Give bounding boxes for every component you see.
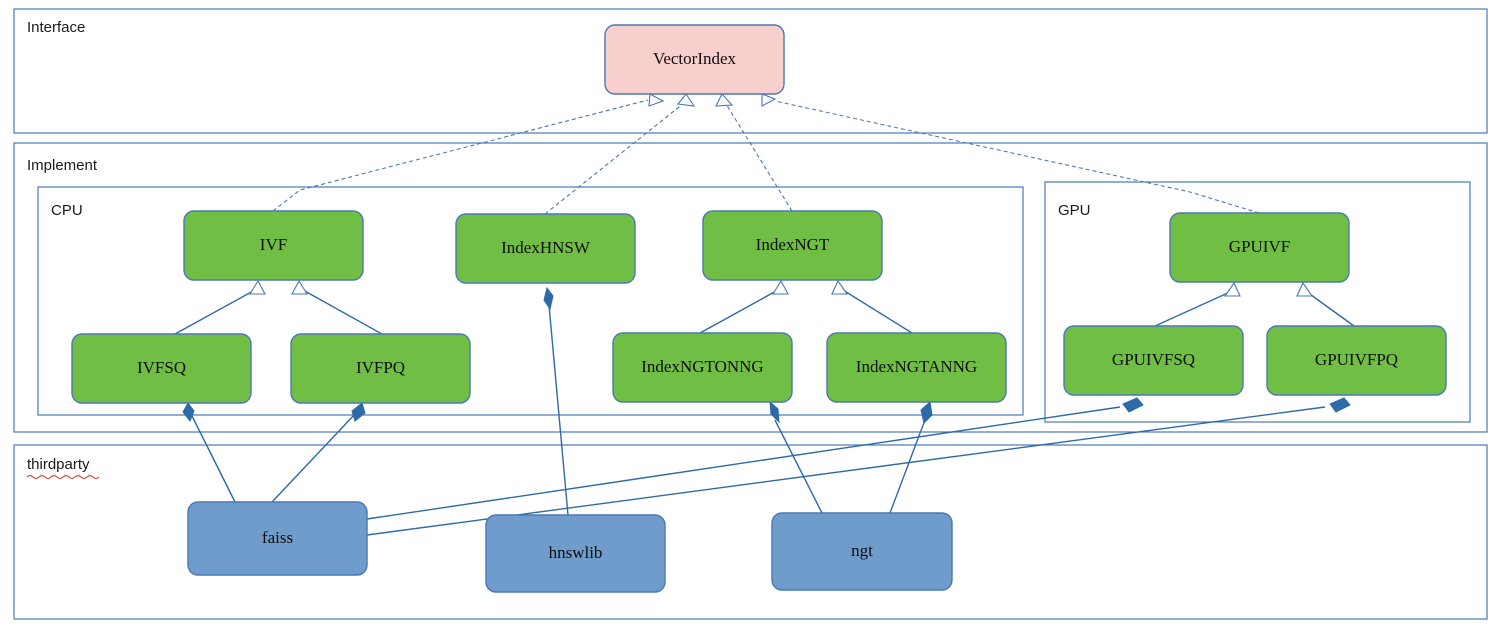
- node-ivfsq-rect: [71, 333, 252, 404]
- node-faiss-rect: [187, 501, 368, 576]
- node-ivf[interactable]: IVF: [183, 210, 364, 281]
- node-indexngt-label: IndexNGT: [756, 235, 830, 254]
- node-indexhnsw[interactable]: IndexHNSW: [455, 213, 636, 284]
- edge-indexngtonng-to-indexngt: [699, 289, 779, 334]
- node-gpuivfsq-rect: [1063, 325, 1244, 396]
- arrowhead-diamond-ngt-indexngtonng: [769, 400, 780, 424]
- node-gpuivfpq-rect: [1266, 325, 1447, 396]
- container-gpu-label: GPU: [1058, 202, 1091, 219]
- arrowhead-hollow-triangle-indexhnsw: [676, 93, 696, 107]
- node-indexhnsw-label: IndexHNSW: [501, 238, 591, 257]
- node-indexngt[interactable]: IndexNGT: [702, 210, 883, 281]
- arrowhead-hollow-triangle-gpuivf: [761, 93, 777, 107]
- arrowhead-diamond-ngt-indexngtanng: [920, 401, 933, 424]
- edge-faiss-to-ivfsq: [189, 411, 236, 503]
- node-ivf-label: IVF: [260, 235, 287, 254]
- arrowhead-diamond-faiss-gpuivfpq: [1329, 397, 1351, 413]
- edge-ngt-to-indexngtonng: [774, 419, 823, 514]
- edge-indexngtanng-to-indexngt: [842, 289, 913, 334]
- node-ivfpq-rect: [290, 333, 471, 404]
- edge-ivf-to-vectorindex: [272, 99, 649, 212]
- arrowhead-hollow-triangle-ivfpq: [291, 279, 308, 295]
- arrowhead-hollow-triangle-gpuivfsq: [1223, 281, 1241, 297]
- node-gpuivfpq-label: GPUIVFPQ: [1315, 350, 1398, 369]
- node-indexngtonng[interactable]: IndexNGTONNG: [612, 332, 793, 403]
- node-vectorindex-label: VectorIndex: [653, 49, 737, 68]
- node-indexngtanng[interactable]: IndexNGTANNG: [826, 332, 1007, 403]
- node-indexngt-rect: [702, 210, 883, 281]
- node-ivfpq-label: IVFPQ: [356, 358, 405, 377]
- node-indexngtonng-rect: [612, 332, 793, 403]
- edge-ivfsq-to-ivf: [174, 289, 256, 335]
- container-implement-label: Implement: [27, 157, 98, 174]
- node-gpuivf-label: GPUIVF: [1229, 237, 1290, 256]
- arrowhead-diamond-faiss-ivfsq: [182, 402, 195, 422]
- node-vectorindex[interactable]: VectorIndex: [604, 24, 785, 95]
- edge-group-realization: [272, 93, 1260, 215]
- node-hnswlib-rect: [485, 514, 666, 593]
- node-ngt[interactable]: ngt: [771, 512, 953, 591]
- node-ngt-rect: [771, 512, 953, 591]
- container-thirdparty-label: thirdparty: [27, 456, 90, 473]
- container-cpu-label: CPU: [51, 202, 83, 219]
- arrowhead-hollow-triangle-indexngtanng: [831, 279, 849, 295]
- node-gpuivf[interactable]: GPUIVF: [1169, 212, 1350, 283]
- node-indexngtanng-rect: [826, 332, 1007, 403]
- node-ivfsq-label: IVFSQ: [137, 358, 186, 377]
- arrowhead-hollow-triangle-indexngt: [715, 93, 734, 107]
- node-gpuivf-rect: [1169, 212, 1350, 283]
- edge-faiss-to-ivfpq: [271, 412, 357, 503]
- node-gpuivfsq-label: GPUIVFSQ: [1112, 350, 1195, 369]
- edge-indexhnsw-to-vectorindex: [544, 102, 685, 215]
- node-faiss-label: faiss: [262, 528, 293, 547]
- node-vectorindex-rect: [604, 24, 785, 95]
- spellcheck-squiggle-icon: [26, 474, 100, 480]
- node-indexngtanng-label: IndexNGTANNG: [856, 357, 977, 376]
- node-ngt-label: ngt: [851, 541, 873, 560]
- edge-group-generalization: [174, 279, 1355, 335]
- arrowhead-diamond-faiss-gpuivfsq: [1122, 397, 1144, 413]
- arrowhead-diamond-faiss-ivfpq: [351, 402, 366, 422]
- node-ivf-rect: [183, 210, 364, 281]
- edge-group-composition: [182, 286, 1351, 536]
- edge-ngt-to-indexngtanng: [889, 419, 926, 514]
- edge-faiss-to-gpuivfpq: [366, 406, 1326, 536]
- node-hnswlib-label: hnswlib: [549, 543, 603, 562]
- edge-gpuivfsq-to-gpuivf: [1154, 291, 1231, 327]
- edge-hnswlib-to-indexhnsw: [548, 304, 569, 516]
- edge-gpuivfpq-to-gpuivf: [1306, 291, 1355, 327]
- edge-gpuivf-to-vectorindex: [774, 100, 1260, 214]
- edge-ivfpq-to-ivf: [302, 289, 383, 335]
- arrowhead-hollow-triangle-ivf: [648, 93, 665, 107]
- node-indexngtonng-label: IndexNGTONNG: [641, 357, 763, 376]
- node-indexhnsw-rect: [455, 213, 636, 284]
- arrowhead-hollow-triangle-ivfsq: [249, 279, 266, 295]
- arrowhead-diamond-hnswlib-indexhnsw: [543, 286, 554, 311]
- arrowhead-hollow-triangle-gpuivfpq: [1296, 281, 1314, 297]
- arrowhead-hollow-triangle-indexngtonng: [772, 279, 789, 295]
- edge-faiss-to-gpuivfsq: [366, 406, 1121, 520]
- node-hnswlib[interactable]: hnswlib: [485, 514, 666, 593]
- node-gpuivfpq[interactable]: GPUIVFPQ: [1266, 325, 1447, 396]
- container-interface-label: Interface: [27, 19, 85, 36]
- node-faiss[interactable]: faiss: [187, 501, 368, 576]
- node-ivfpq[interactable]: IVFPQ: [290, 333, 471, 404]
- node-ivfsq[interactable]: IVFSQ: [71, 333, 252, 404]
- node-gpuivfsq[interactable]: GPUIVFSQ: [1063, 325, 1244, 396]
